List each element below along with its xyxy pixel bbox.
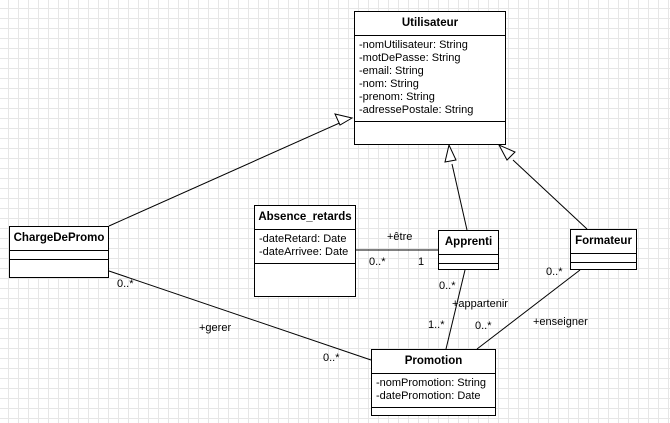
association-line-gerer[interactable] (108, 270, 372, 361)
inheritance-line-chargedepromo[interactable] (108, 120, 345, 227)
attribute: -dateArrivee: Date (259, 246, 349, 258)
class-title: Promotion (372, 350, 495, 374)
generalization-arrowhead-formateur (497, 143, 516, 161)
attribute: -dateRetard: Date (259, 233, 347, 245)
generalization-arrowhead-apprenti (444, 143, 457, 163)
class-title: Apprenti (439, 231, 498, 255)
multiplicity-promotion-appartenir: 1..* (428, 319, 445, 331)
class-attributes (10, 251, 108, 260)
class-formateur[interactable]: Formateur (570, 229, 637, 270)
class-title: Absence_retards (255, 206, 355, 230)
inheritance-line-apprenti[interactable] (451, 163, 468, 231)
attribute: -motDePasse: String (359, 52, 461, 64)
class-title: Formateur (571, 230, 636, 254)
inheritance-line-formateur[interactable] (512, 159, 588, 230)
class-operations (10, 260, 108, 269)
class-apprenti[interactable]: Apprenti (438, 230, 499, 270)
class-attributes: -nomPromotion: String -datePromotion: Da… (372, 374, 495, 408)
multiplicity-promotion-gerer: 0..* (323, 352, 340, 364)
class-title: ChargeDePromo (10, 227, 108, 251)
role-label-gerer: +gerer (199, 322, 232, 334)
class-attributes: -nomUtilisateur: String -motDePasse: Str… (355, 36, 505, 122)
multiplicity-absence-etre: 0..* (369, 256, 386, 268)
association-line-enseigner[interactable] (476, 269, 581, 350)
role-label-etre: +être (387, 231, 413, 243)
multiplicity-charge-gerer: 0..* (117, 278, 134, 290)
class-utilisateur[interactable]: Utilisateur -nomUtilisateur: String -mot… (354, 11, 506, 145)
multiplicity-formateur-enseigner: 0..* (546, 266, 563, 278)
multiplicity-apprenti-appartenir: 0..* (439, 280, 456, 292)
class-attributes (571, 254, 636, 263)
attribute: -email: String (359, 65, 424, 77)
class-chargedepromo[interactable]: ChargeDePromo (9, 226, 109, 278)
role-label-enseigner: +enseigner (533, 316, 588, 328)
role-label-appartenir: +appartenir (452, 298, 508, 310)
attribute: -adressePostale: String (359, 104, 474, 116)
generalization-arrowhead-chargedepromo (334, 113, 354, 126)
attribute: -nomUtilisateur: String (359, 39, 468, 51)
attribute: -datePromotion: Date (376, 390, 481, 402)
class-attributes: -dateRetard: Date -dateArrivee: Date (255, 230, 355, 264)
attribute: -nom: String (359, 78, 419, 90)
attribute: -prenom: String (359, 91, 435, 103)
attribute: -nomPromotion: String (376, 377, 487, 389)
class-title: Utilisateur (355, 12, 505, 36)
association-line-appartenir[interactable] (445, 269, 466, 350)
class-promotion[interactable]: Promotion -nomPromotion: String -datePro… (371, 349, 496, 416)
class-attributes (439, 255, 498, 264)
multiplicity-promotion-enseigner: 0..* (475, 320, 492, 332)
class-absence-retards[interactable]: Absence_retards -dateRetard: Date -dateA… (254, 205, 356, 297)
multiplicity-apprenti-etre: 1 (418, 256, 425, 268)
